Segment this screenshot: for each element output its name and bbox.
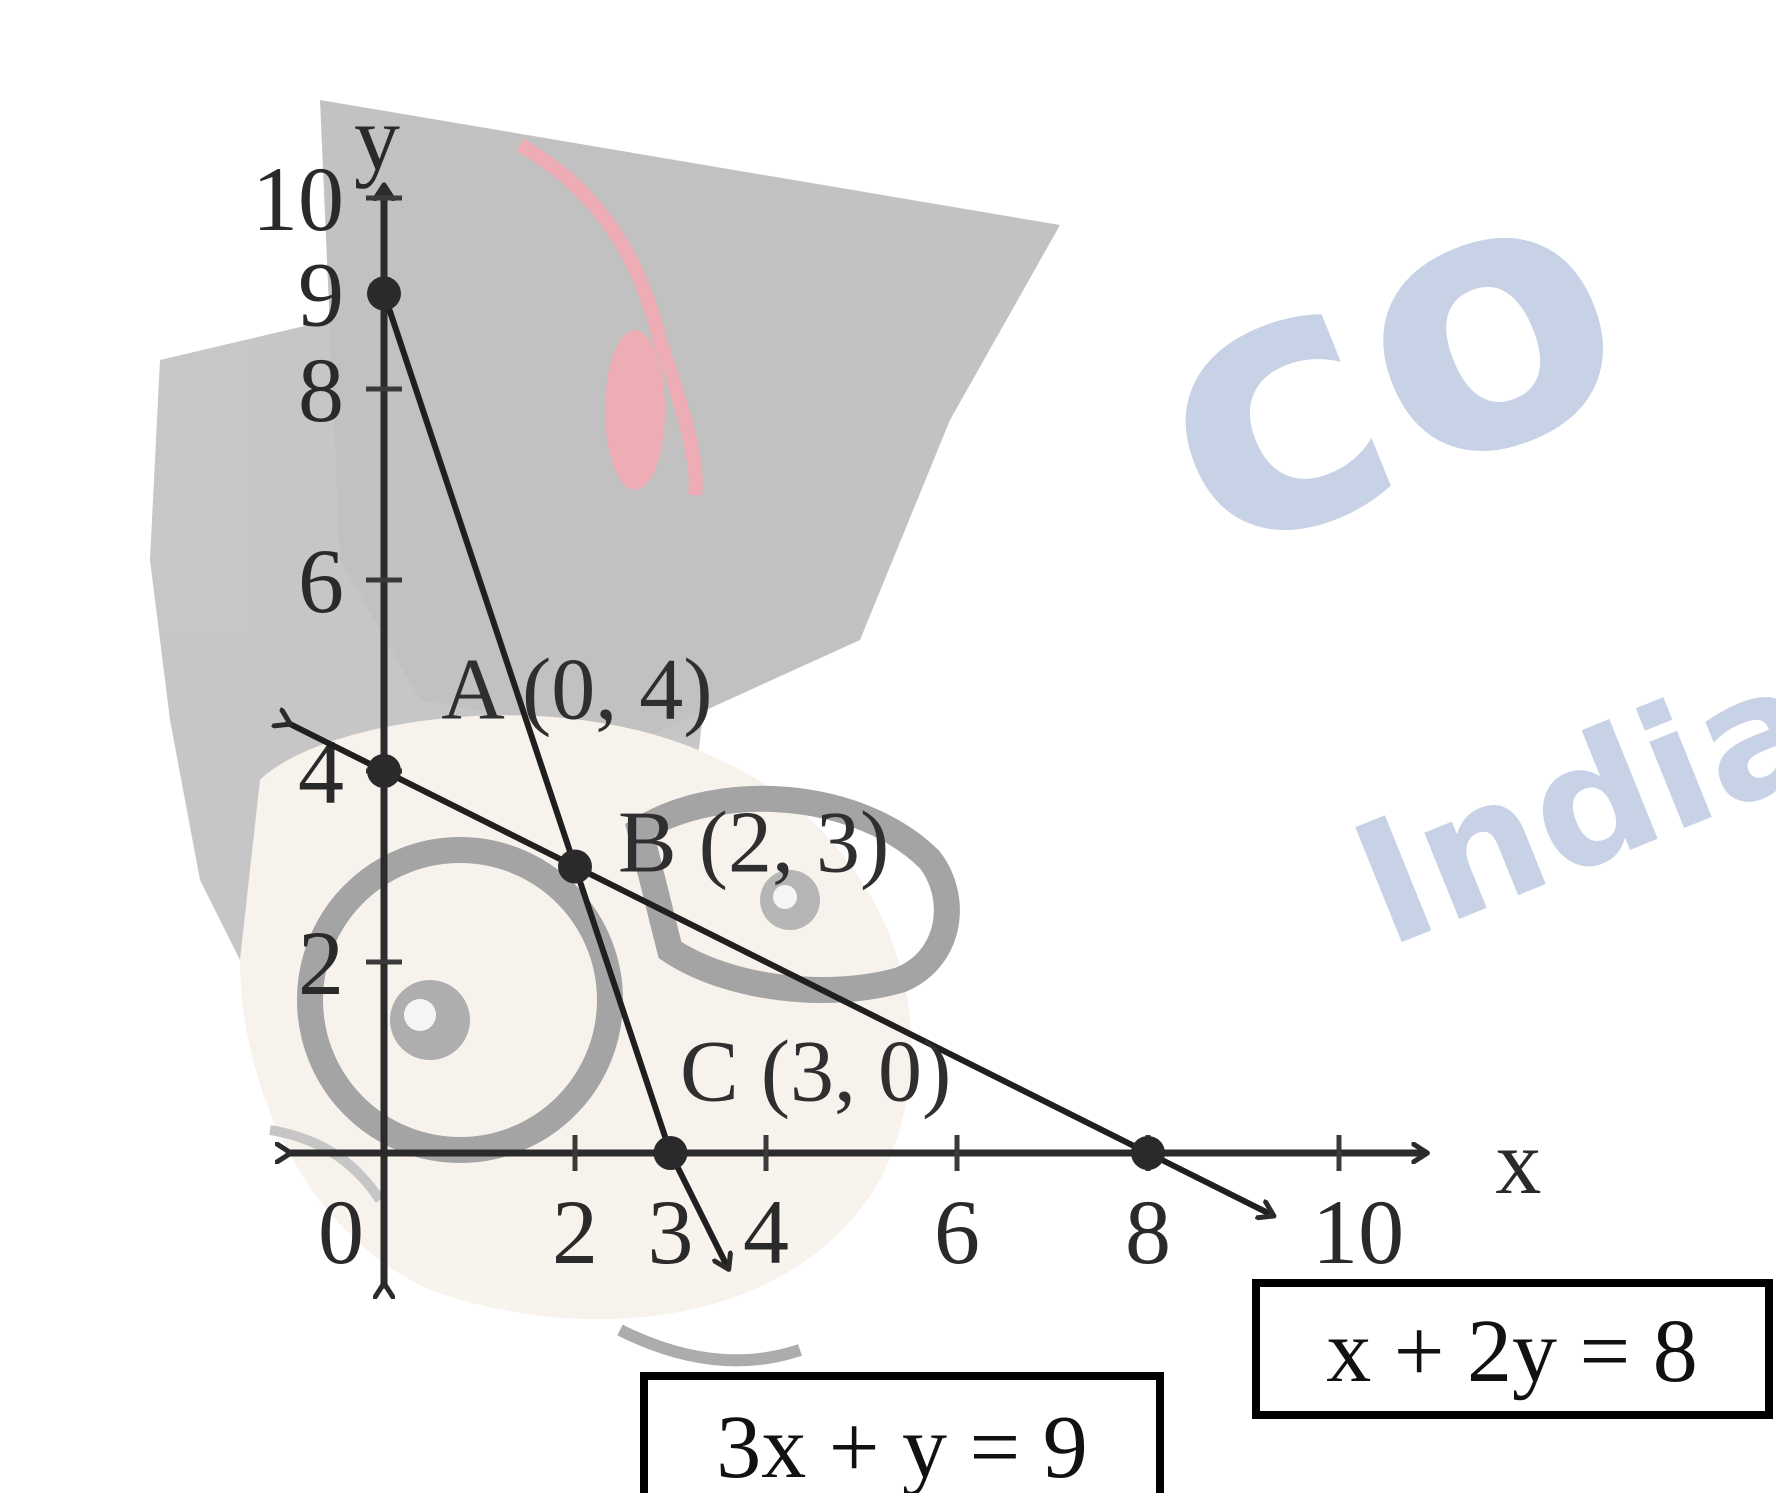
x-axis-label: x [1495, 1111, 1541, 1213]
point-2 [558, 849, 592, 884]
intersection-points [367, 276, 1165, 1170]
point-label-2: B (2, 3) [618, 794, 889, 891]
watermark-text-b: India's [1328, 566, 1776, 986]
watermark-text: co India's [1092, 80, 1776, 986]
point-1 [367, 754, 401, 788]
point-4 [1131, 1136, 1165, 1170]
point-label-3: C (3, 0) [680, 1023, 951, 1120]
point-labels: A (0, 4) B (2, 3) C (3, 0) [441, 641, 951, 1120]
watermark-text-a: co [1092, 80, 1676, 641]
x-tick-label: 0 [318, 1181, 364, 1283]
equation-box-1-text: x + 2y = 8 [1326, 1302, 1698, 1401]
x-tick-label: 10 [1312, 1181, 1404, 1283]
x-tick-label: 4 [743, 1181, 789, 1283]
y-tick-label: 10 [252, 148, 344, 250]
y-tick-label: 9 [298, 244, 344, 346]
point-3 [653, 1136, 688, 1170]
y-tick-label: 6 [298, 530, 344, 632]
equation-box-2: 3x + y = 9 [640, 1372, 1164, 1493]
point-label-1: A (0, 4) [441, 641, 712, 738]
equation-box-1: x + 2y = 8 [1252, 1279, 1773, 1419]
x-tick-label: 2 [552, 1181, 598, 1283]
x-tick-label: 6 [934, 1181, 980, 1283]
y-tick-label: 2 [298, 912, 344, 1014]
y-axis-label: y [354, 87, 400, 189]
y-tick-label: 8 [298, 339, 344, 441]
x-tick-label: 3 [648, 1181, 694, 1283]
point-5 [367, 276, 401, 311]
equation-box-2-text: 3x + y = 9 [716, 1398, 1088, 1493]
x-tick-label: 8 [1125, 1181, 1171, 1283]
